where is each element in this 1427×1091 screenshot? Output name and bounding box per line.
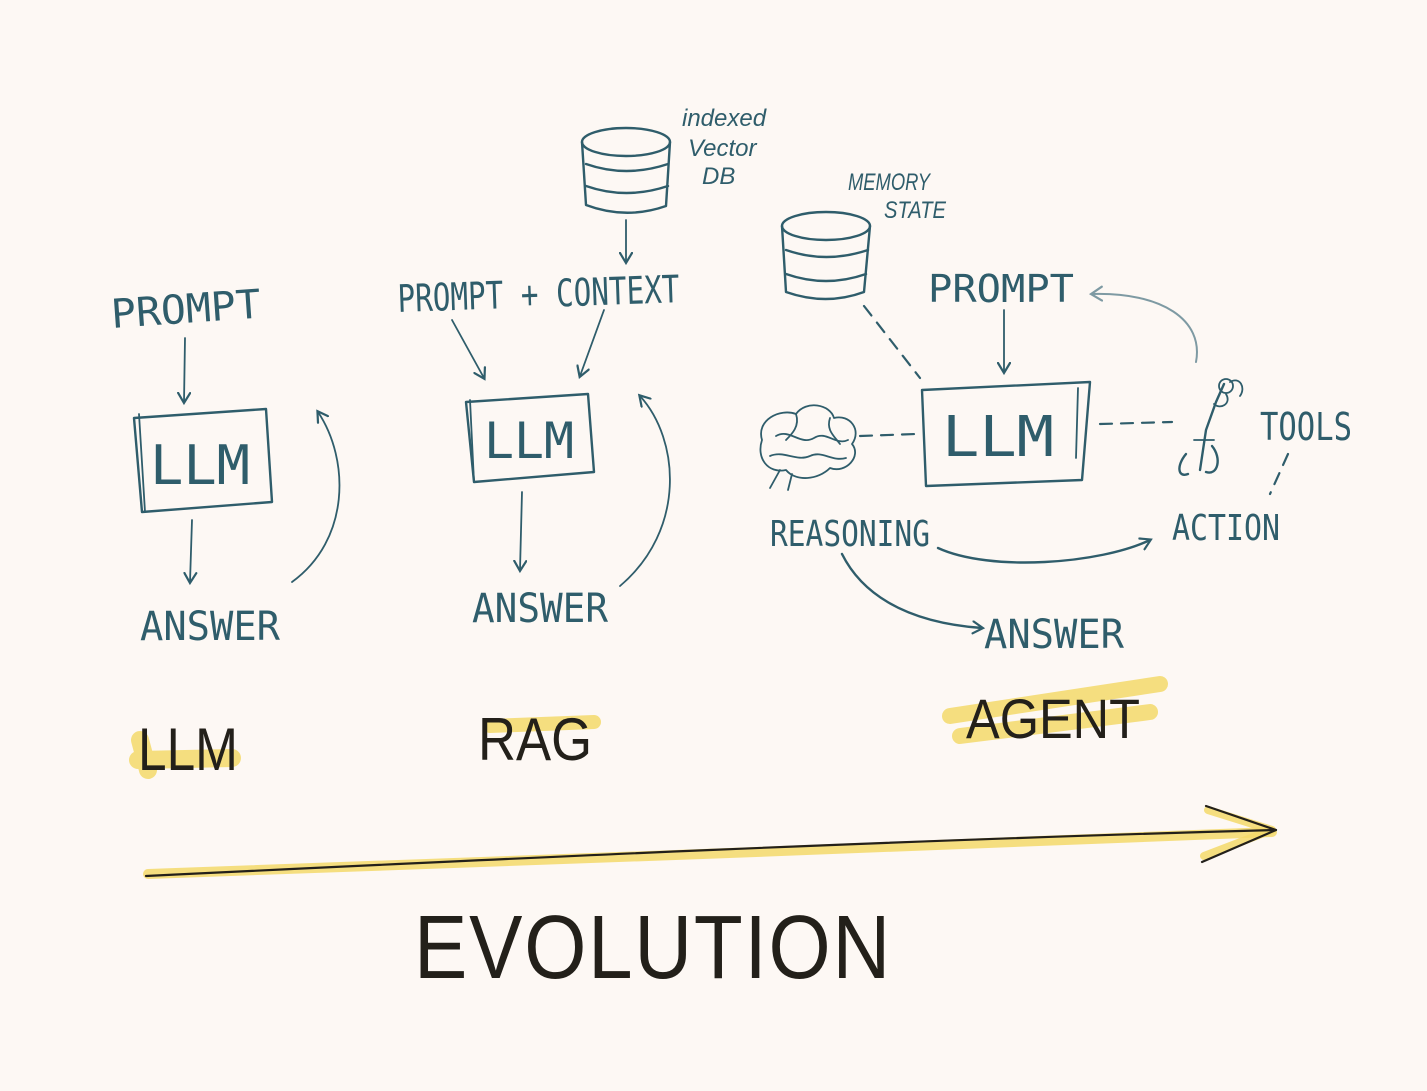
rag-context-arrow [580, 309, 605, 376]
llm-prompt-arrow [184, 337, 185, 402]
rag-llm-box-label: LLM [484, 412, 574, 470]
llm-label-highlight [129, 731, 241, 779]
vector-db-label-1: indexed [682, 105, 767, 132]
reasoning-to-answer-arrow [840, 552, 982, 628]
llm-prompt-text: PROMPT [109, 282, 262, 338]
rag-answer-text: ANSWER [472, 586, 609, 632]
memory-to-llm-link [862, 304, 922, 380]
tools-text: TOOLS [1260, 405, 1352, 449]
vector-db-icon [580, 126, 672, 214]
reasoning-to-llm-link [858, 432, 918, 438]
agent-llm-box [920, 380, 1092, 488]
rag-feedback-arrow [619, 396, 671, 587]
llm-feedback-arrow [291, 412, 341, 583]
evolution-arrow [143, 804, 1278, 879]
llm-box [132, 407, 274, 514]
rag-llm-box [464, 392, 596, 484]
agent-section-label: AGENT [966, 687, 1140, 750]
llm-panel: PROMPT LLM ANSWER LLM [109, 282, 341, 783]
agent-panel: MEMORY STATE PROMPT LLM TOOLS REA [759, 169, 1352, 750]
vector-db-label-2: Vector [688, 135, 757, 162]
vector-db-label-3: DB [702, 163, 735, 190]
agent-prompt-text: PROMPT [928, 267, 1074, 311]
evolution-title: EVOLUTION [414, 898, 892, 998]
agent-llm-box-label: LLM [942, 405, 1054, 470]
rag-label-highlight [483, 715, 601, 733]
llm-section-label: LLM [138, 716, 238, 783]
agent-label-highlight [942, 676, 1168, 744]
llm-answer-text: ANSWER [140, 604, 281, 650]
memory-label-2: STATE [884, 197, 947, 224]
memory-db-icon [780, 210, 872, 301]
memory-label-1: MEMORY [848, 169, 932, 196]
reasoning-to-action-arrow [936, 540, 1150, 564]
rag-section-label: RAG [478, 706, 592, 773]
llm-box-label: LLM [150, 434, 250, 497]
llm-answer-arrow [190, 519, 192, 582]
llm-to-tools-link [1098, 420, 1174, 426]
robot-arm-icon [1178, 378, 1244, 476]
agent-answer-text: ANSWER [984, 612, 1125, 658]
rag-answer-arrow [520, 491, 522, 570]
brain-icon [759, 404, 857, 491]
rag-prompt-text: PROMPT + CONTEXT [397, 267, 680, 321]
reasoning-text: REASONING [770, 514, 930, 555]
tools-to-action-link [1268, 452, 1290, 496]
action-text: ACTION [1172, 508, 1280, 549]
rag-panel: indexed Vector DB PROMPT + CONTEXT LLM A… [397, 105, 767, 773]
rag-prompt-arrow [451, 319, 484, 378]
action-to-prompt-arrow [1092, 294, 1198, 363]
